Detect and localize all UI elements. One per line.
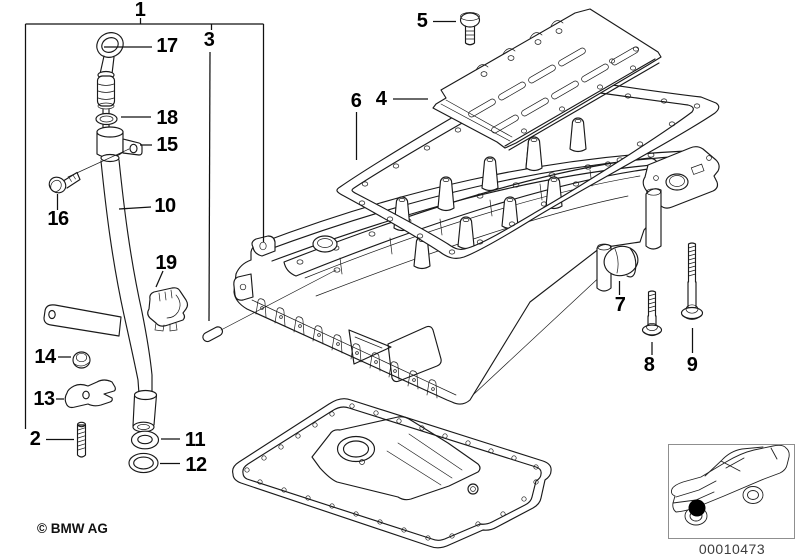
callout-leader-lines <box>24 18 694 465</box>
callout-7[interactable]: 7 <box>614 294 626 316</box>
callout-4[interactable]: 4 <box>375 88 387 110</box>
leader-19 <box>155 270 164 288</box>
engine-location-dot <box>688 499 706 517</box>
callout-10[interactable]: 10 <box>154 195 176 217</box>
bolt-9-drawing <box>680 242 704 320</box>
nut-14-drawing <box>72 351 91 369</box>
bolt-8-drawing <box>641 290 663 337</box>
bolt-16-drawing <box>48 171 81 194</box>
callout-5[interactable]: 5 <box>416 10 428 32</box>
baffle-clip-holes <box>475 20 639 134</box>
plug-7-drawing <box>603 245 639 278</box>
pan-studs <box>393 117 587 270</box>
dowel-pointer-line <box>220 269 337 331</box>
diagram-image-number: 00010473 <box>698 541 766 557</box>
leader-3 <box>208 51 211 322</box>
callout-6[interactable]: 6 <box>350 90 362 112</box>
baffle-slots <box>468 46 639 134</box>
callout-14[interactable]: 14 <box>34 346 56 368</box>
vehicle-locator-icon <box>670 444 790 526</box>
callout-12[interactable]: 12 <box>185 454 207 476</box>
callout-17[interactable]: 17 <box>156 35 178 57</box>
stud-2-drawing <box>76 421 87 458</box>
callout-1[interactable]: 1 <box>134 0 146 21</box>
callout-9[interactable]: 9 <box>686 354 698 376</box>
callout-3[interactable]: 3 <box>203 29 215 51</box>
copyright-notice: © BMW AG <box>37 521 108 536</box>
lower-pan-flange-holes <box>244 403 539 541</box>
dipstick-handle <box>96 32 124 80</box>
pan-right-ear <box>642 146 720 209</box>
dipstick-assembly-drawing <box>43 32 189 474</box>
fork-bracket-13 <box>64 379 116 409</box>
callout-11[interactable]: 11 <box>184 429 206 451</box>
dowel-pin-3-drawing <box>202 326 224 343</box>
o-ring-18 <box>95 112 118 126</box>
callout-16[interactable]: 16 <box>47 208 69 230</box>
o-ring-12 <box>128 452 159 474</box>
support-clamp-15 <box>96 126 143 159</box>
leader-10 <box>118 206 152 210</box>
lower-oil-pan-drawing <box>232 398 552 549</box>
callout-18[interactable]: 18 <box>156 107 178 129</box>
bracket-line-1 <box>24 18 265 429</box>
callout-15[interactable]: 15 <box>156 134 178 156</box>
bolt-16-pointer-line <box>67 148 130 178</box>
callout-19[interactable]: 19 <box>155 252 177 274</box>
gasket-drawing <box>336 75 720 259</box>
seal-ring-11 <box>130 430 160 450</box>
bolt-5-drawing <box>459 12 481 46</box>
callout-8[interactable]: 8 <box>643 354 655 376</box>
pan-tower-boss <box>645 188 662 250</box>
vehicle-locator-frame <box>668 444 795 539</box>
upper-oil-pan-drawing <box>233 117 720 405</box>
pan-left-ear <box>251 235 276 257</box>
callout-2[interactable]: 2 <box>29 428 41 450</box>
baffle-plate-drawing <box>432 8 662 151</box>
guide-tube-10 <box>43 159 158 433</box>
holder-clip-19 <box>147 287 189 332</box>
callout-13[interactable]: 13 <box>33 388 55 410</box>
